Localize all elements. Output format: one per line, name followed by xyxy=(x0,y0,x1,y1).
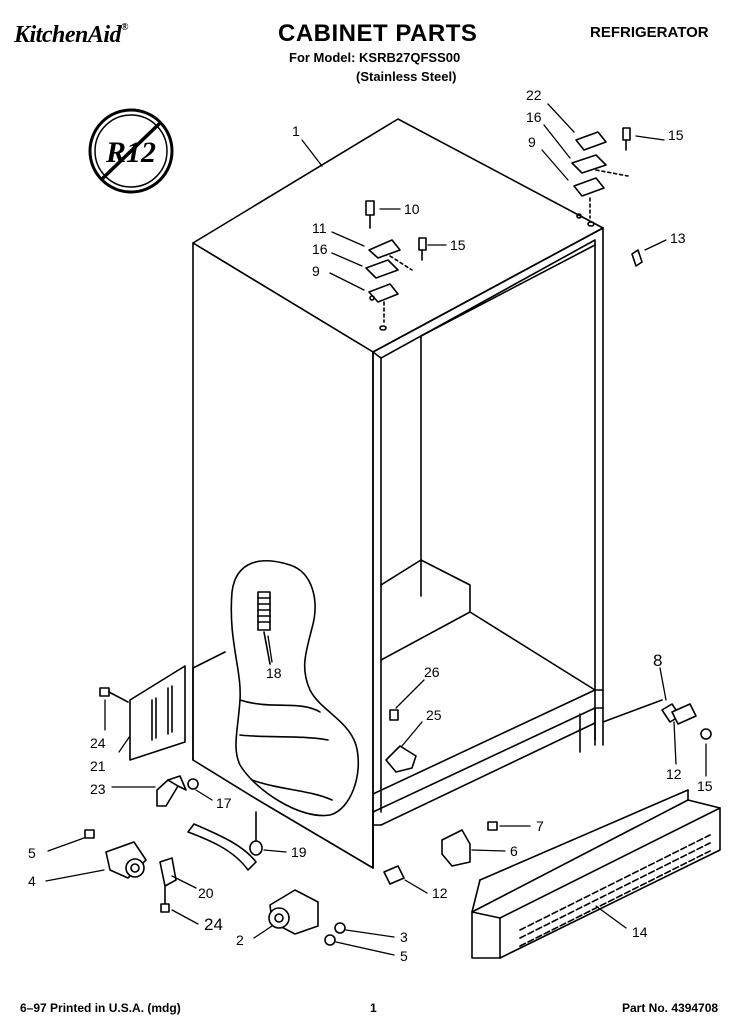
callout-19: 19 xyxy=(291,844,307,860)
part-23-bracket xyxy=(156,775,199,807)
part-4-roller xyxy=(84,829,147,879)
page-number: 1 xyxy=(370,1001,377,1015)
callout-16: 16 xyxy=(526,109,542,125)
part-8-bracket xyxy=(602,699,712,740)
rear-bracket xyxy=(99,665,186,761)
callout-8: 8 xyxy=(653,651,662,670)
part-19-tube xyxy=(187,811,263,871)
callout-24: 24 xyxy=(90,735,106,751)
callout-5: 5 xyxy=(400,948,408,964)
callout-24: 24 xyxy=(204,915,223,934)
callout-21: 21 xyxy=(90,758,106,774)
page-title: CABINET PARTS xyxy=(278,20,478,47)
r12-badge-text: R12 xyxy=(105,136,156,169)
part-number: Part No. 4394708 xyxy=(622,1001,719,1015)
callout-15: 15 xyxy=(697,778,713,794)
part-13-clip xyxy=(631,249,643,267)
cabinet-shell xyxy=(192,118,604,869)
callout-15: 15 xyxy=(450,237,466,253)
callout-3: 3 xyxy=(400,929,408,945)
appliance-category: REFRIGERATOR xyxy=(590,24,709,41)
callout-10: 10 xyxy=(404,201,420,217)
callout-11: 11 xyxy=(312,220,327,236)
brand-registered-mark: ® xyxy=(121,22,129,33)
callout-labels: 1 22 16 9 15 10 11 16 9 15 13 18 8 12 15… xyxy=(28,87,713,964)
part-6-bracket xyxy=(441,821,498,867)
upper-hinge-right xyxy=(571,127,631,227)
print-info: 6–97 Printed in U.S.A. (mdg) xyxy=(20,1001,181,1015)
model-finish: (Stainless Steel) xyxy=(356,69,457,84)
callout-6: 6 xyxy=(510,843,518,859)
callout-25: 25 xyxy=(426,707,442,723)
callout-9: 9 xyxy=(312,263,320,279)
callout-12: 12 xyxy=(666,766,682,782)
callout-5: 5 xyxy=(28,845,36,861)
part-12-clip-lower xyxy=(383,865,405,885)
callout-17: 17 xyxy=(216,795,232,811)
callout-leaders xyxy=(45,103,707,956)
part-20-clamp xyxy=(159,857,177,913)
callout-2: 2 xyxy=(236,932,244,948)
callout-13: 13 xyxy=(670,230,686,246)
part-14-grille xyxy=(471,789,721,959)
callout-20: 20 xyxy=(198,885,214,901)
r12-badge: R12 xyxy=(88,108,174,194)
callout-18: 18 xyxy=(266,665,282,681)
callout-23: 23 xyxy=(90,781,106,797)
part-25-bracket xyxy=(385,709,417,773)
callout-7: 7 xyxy=(536,818,544,834)
upper-hinge-left xyxy=(365,200,427,331)
model-number: For Model: KSRB27QFSS00 xyxy=(289,50,461,65)
callout-15: 15 xyxy=(668,127,684,143)
callout-26: 26 xyxy=(424,664,440,680)
callout-12: 12 xyxy=(432,885,448,901)
callout-4: 4 xyxy=(28,873,36,889)
part-2-roller xyxy=(268,889,346,946)
callout-16: 16 xyxy=(312,241,328,257)
callout-22: 22 xyxy=(526,87,542,103)
callout-1: 1 xyxy=(292,123,300,139)
callout-14: 14 xyxy=(632,924,648,940)
callout-9: 9 xyxy=(528,134,536,150)
part-18-tube xyxy=(257,591,271,665)
brand-logo: KitchenAid® xyxy=(14,22,129,49)
brand-name: KitchenAid xyxy=(14,22,122,48)
